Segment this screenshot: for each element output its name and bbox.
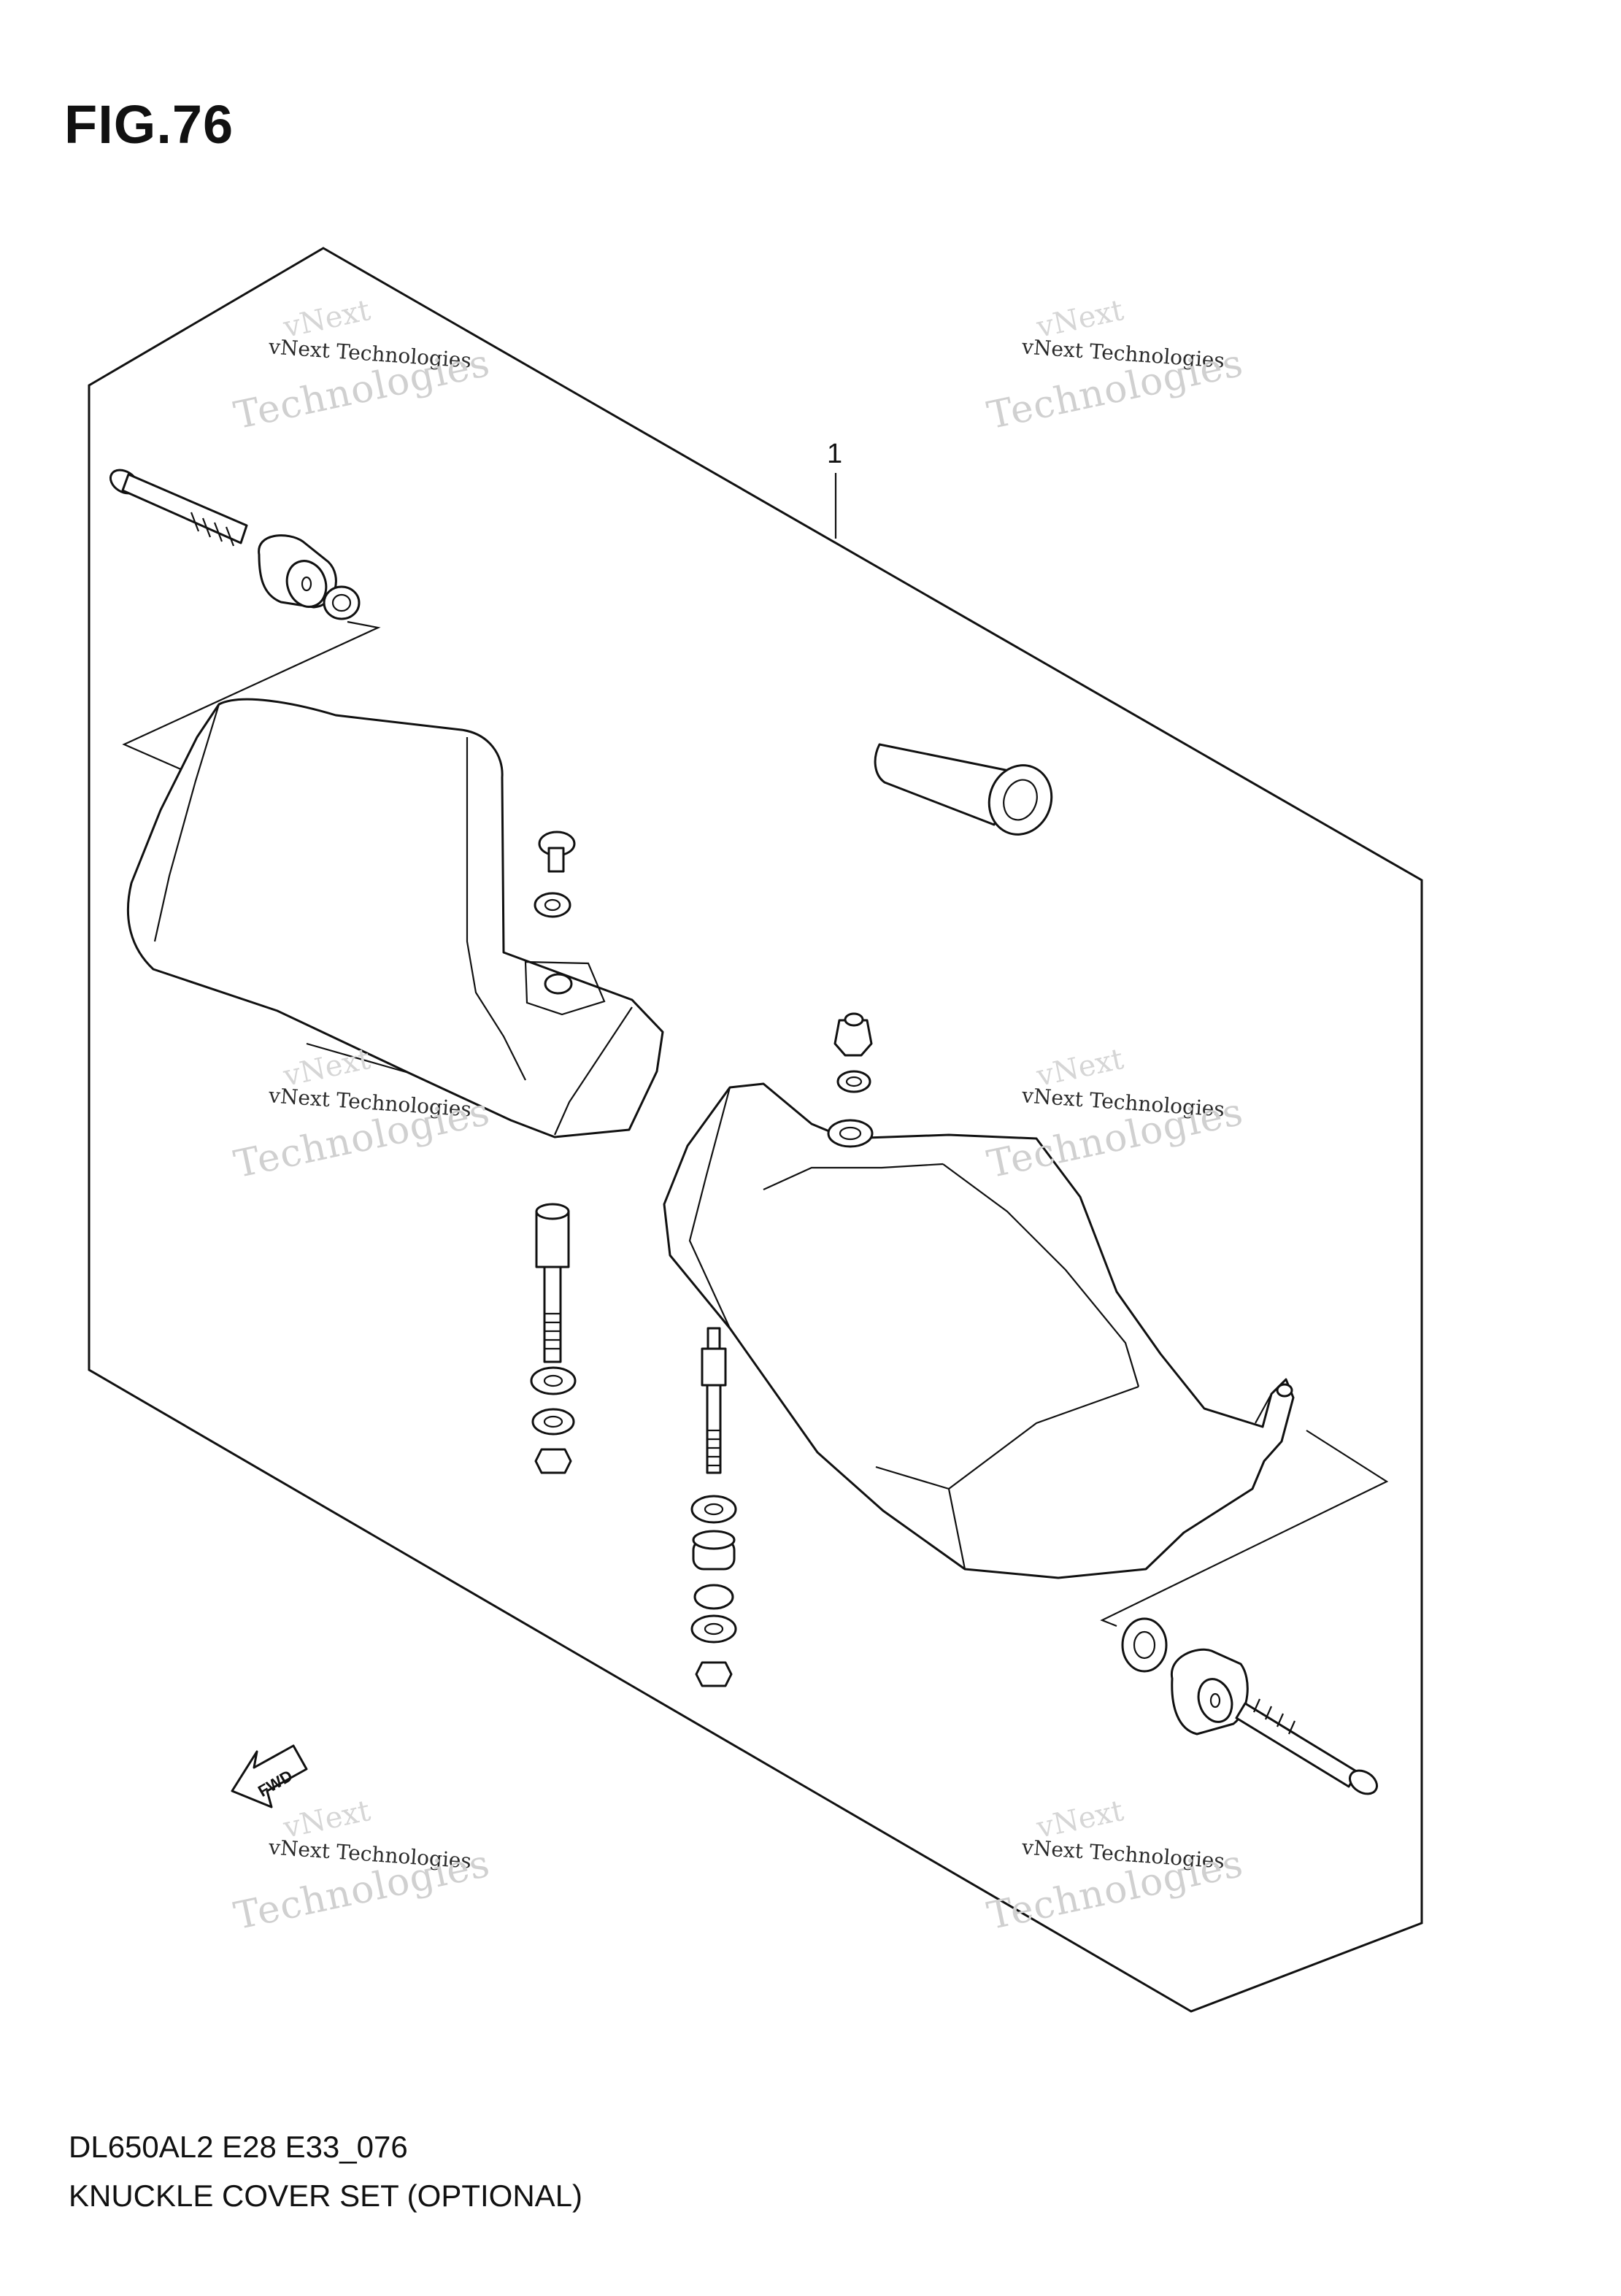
damper-upper-left: [258, 534, 337, 609]
leader-right-guard: [1100, 1430, 1389, 1627]
collar-upper-left: [323, 585, 361, 620]
screw-left-cover: [534, 831, 576, 918]
fwd-arrow-icon: FWD: [231, 1744, 308, 1808]
knuckle-cover-left: [126, 698, 664, 1139]
fastener-stack-right: [690, 1327, 737, 1687]
figure-title: FIG.76: [64, 94, 234, 155]
bolt-lower-right: [1235, 1698, 1379, 1795]
fastener-stack-left: [530, 1203, 577, 1474]
part-name: KNUCKLE COVER SET (OPTIONAL): [69, 2178, 583, 2213]
knuckle-cover-right: [663, 1082, 1295, 1579]
nut-right-cover: [833, 1012, 873, 1093]
damper-lower-right: [1171, 1648, 1249, 1736]
callout-label: 1: [827, 439, 842, 469]
collar-lower-right: [1121, 1617, 1168, 1673]
assembly-outline: [88, 247, 1423, 2013]
grip-end: [874, 743, 1053, 836]
model-code: DL650AL2 E28 E33_076: [69, 2130, 408, 2164]
bolt-upper-left: [109, 469, 248, 547]
leader-left-guard: [122, 620, 381, 771]
